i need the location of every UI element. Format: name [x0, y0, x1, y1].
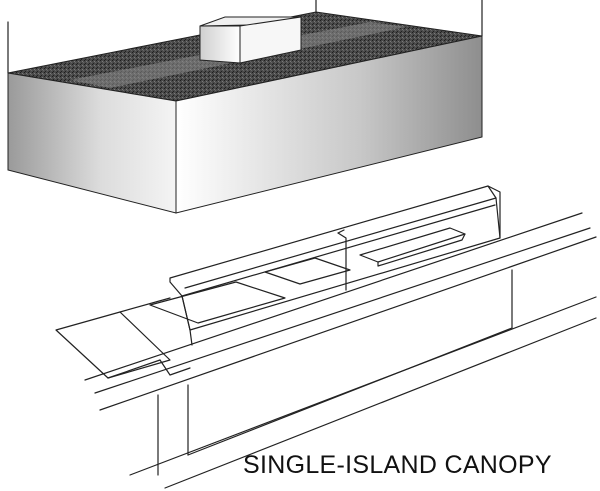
rooftop-box-side: [239, 16, 302, 64]
canopy-island-outline: [55, 185, 597, 489]
diagram-caption: SINGLE-ISLAND CANOPY: [243, 451, 552, 479]
rooftop-box-front: [199, 25, 241, 64]
canopy-side-fascia: [175, 35, 483, 214]
canopy-3d-model: [7, 0, 483, 214]
